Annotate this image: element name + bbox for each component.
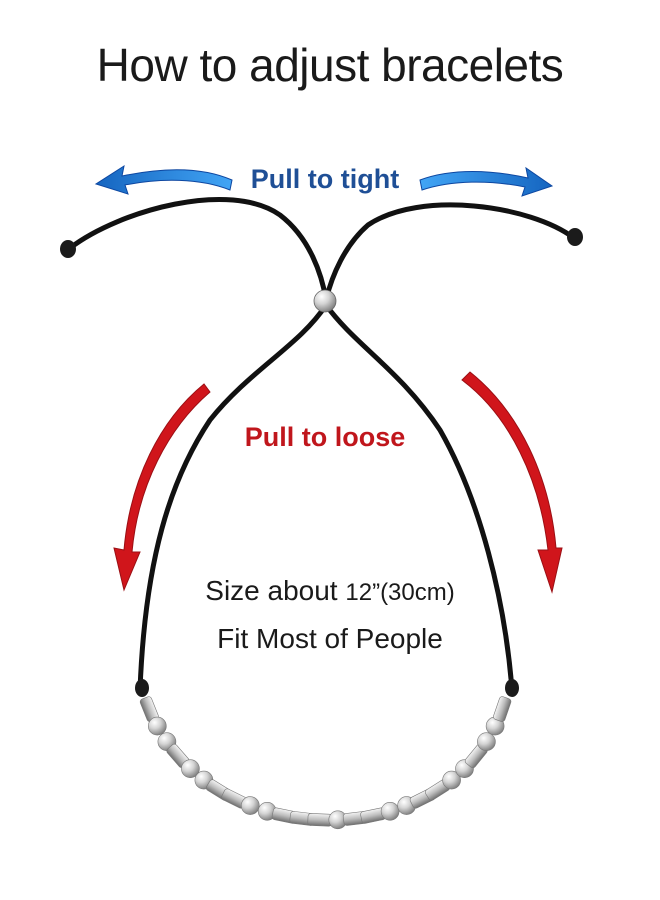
size-prefix: Size about [205, 575, 346, 606]
bracelet-tube-bead [493, 696, 512, 722]
size-text: Size about 12”(30cm) [150, 575, 510, 607]
cord-knot-right [505, 679, 519, 697]
bracelet-tube-bead [307, 813, 333, 827]
cord-loop-right [323, 302, 515, 693]
cord-end-left-knot [60, 240, 76, 258]
slider-bead [313, 289, 337, 313]
pull-to-loose-label: Pull to loose [244, 422, 406, 452]
loose-arrow-left [113, 383, 211, 592]
pull-to-tight-label: Pull to tight [250, 164, 400, 194]
cord-upper-left [67, 196, 329, 303]
page-title: How to adjust bracelets [96, 39, 564, 91]
bracelet-bead [477, 732, 496, 752]
loose-arrow-right [461, 371, 563, 594]
fit-text: Fit Most of People [217, 623, 443, 654]
cord-loop-left [137, 302, 329, 693]
bracelet-bead [442, 770, 461, 790]
bracelet-bead [148, 716, 167, 736]
bracelet-bead [241, 796, 260, 815]
cord-end-right-knot [567, 228, 583, 246]
tight-arrow-right [419, 166, 554, 197]
tight-arrow-left [94, 164, 233, 195]
size-value: 12”(30cm) [345, 579, 455, 606]
bracelet-bead [181, 759, 200, 779]
bracelet-bead [380, 801, 400, 821]
cord-knot-left [135, 679, 149, 697]
bead-chain [139, 696, 512, 830]
cord-upper-right [323, 202, 577, 303]
